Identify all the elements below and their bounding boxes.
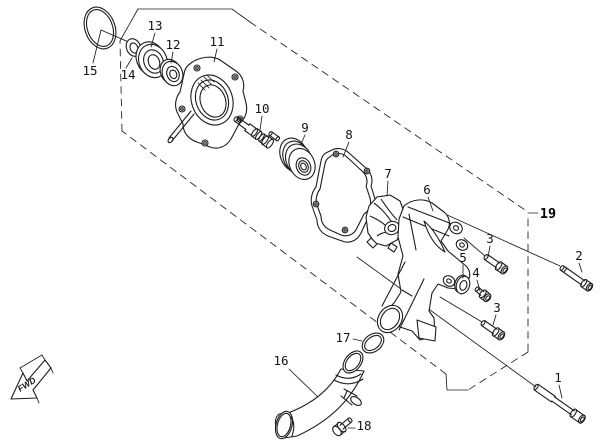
callout-3-lower: 3 xyxy=(493,300,501,315)
part-flange-bolt-lower-drawing xyxy=(480,320,506,341)
callout-5: 5 xyxy=(459,250,467,265)
part-bolt-medium-drawing xyxy=(559,265,594,292)
part-o-ring-small-drawing xyxy=(361,332,385,354)
part-drain-bolt-drawing xyxy=(332,417,353,437)
callout-10: 10 xyxy=(254,101,269,116)
callout-17: 17 xyxy=(335,330,350,345)
part-shaft-tip-drawing xyxy=(268,131,281,142)
callout-14: 14 xyxy=(120,67,135,82)
callout-13: 13 xyxy=(147,18,162,33)
callout-2: 2 xyxy=(575,248,583,263)
callout-19-assembly: 19 xyxy=(540,206,556,222)
callout-8: 8 xyxy=(345,127,353,142)
callout-1: 1 xyxy=(554,370,562,385)
callout-4: 4 xyxy=(472,265,480,280)
part-pump-body-drawing xyxy=(376,199,471,342)
part-flange-bolt-upper-drawing xyxy=(483,254,509,275)
part-water-pipe-drawing xyxy=(274,350,365,440)
axis-lines xyxy=(100,29,561,388)
callout-leader-lines xyxy=(92,29,583,429)
part-mechanical-seal-drawing xyxy=(279,137,316,181)
part-gasket-drawing xyxy=(310,148,377,243)
fwd-arrow-icon: FWD xyxy=(10,354,54,404)
callout-labels: 1 2 3 3 4 5 6 7 8 9 10 11 12 13 14 15 16… xyxy=(82,18,582,433)
callout-18: 18 xyxy=(356,418,371,433)
callout-12: 12 xyxy=(165,37,180,52)
part-shaft-drawing xyxy=(233,116,275,149)
callout-6: 6 xyxy=(423,182,431,197)
callout-11: 11 xyxy=(209,34,224,49)
part-oil-seal-drawing xyxy=(159,58,184,87)
part-bolt-long-drawing xyxy=(533,383,586,424)
part-o-ring-large-drawing xyxy=(83,6,117,50)
part-bolt-short-drawing xyxy=(474,286,492,303)
callout-3-upper: 3 xyxy=(486,231,494,246)
part-impeller-drawing xyxy=(365,194,405,253)
callout-9: 9 xyxy=(301,120,309,135)
part-pump-cover-drawing xyxy=(167,56,248,149)
assembly-boundary xyxy=(119,8,529,391)
callout-15: 15 xyxy=(82,63,97,78)
callout-7: 7 xyxy=(384,166,392,181)
callout-16: 16 xyxy=(273,353,288,368)
part-washer-drawing xyxy=(454,274,471,295)
